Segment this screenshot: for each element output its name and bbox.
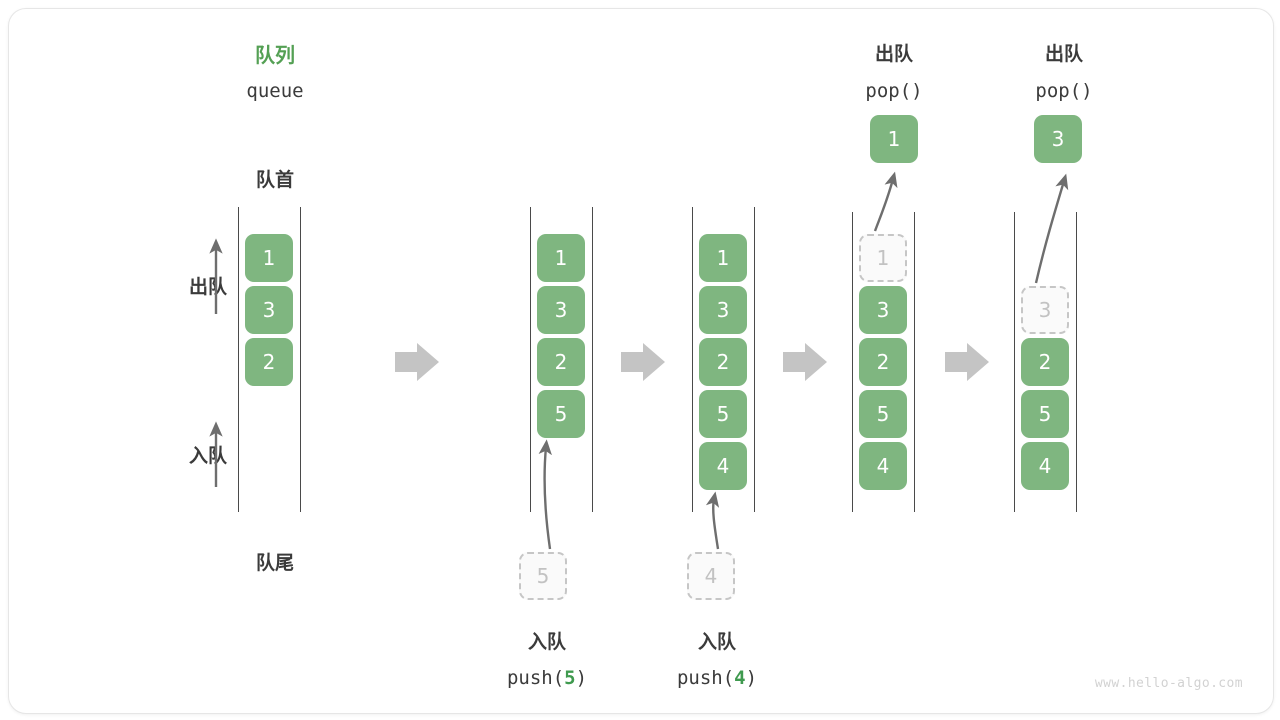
stage-arrow-1 [395, 343, 439, 381]
stage-pop-3-caption-code: pop() [1035, 80, 1093, 102]
dequeue-direction-label: 出队 [188, 276, 227, 298]
stage-pop-3-caption-cn: 出队 [1044, 43, 1083, 65]
queue-cell: 2 [537, 338, 585, 386]
queue-cell: 1 [537, 234, 585, 282]
queue-cell: 3 [699, 286, 747, 334]
enqueue-direction-label: 入队 [188, 445, 227, 467]
pending-push-cell: 4 [687, 552, 735, 600]
queue-cell: 2 [859, 338, 907, 386]
pop-3-arrow [1034, 173, 1069, 284]
rail-right [914, 212, 915, 512]
queue-cell: 5 [537, 390, 585, 438]
queue-cell: 3 [245, 286, 293, 334]
push4-code-pre: push( [676, 667, 735, 689]
queue-title-cn: 队列 [255, 43, 295, 67]
stage-arrow-3 [783, 343, 827, 381]
rail-left [1014, 212, 1015, 512]
push5-code-num: 5 [564, 667, 576, 689]
push5-code-post: ) [575, 667, 588, 689]
stage-pop-1-caption-code: pop() [865, 80, 923, 102]
rail-right [754, 207, 755, 512]
pending-push-cell: 5 [519, 552, 567, 600]
stage-arrow-2 [621, 343, 665, 381]
push5-code-pre: push( [506, 667, 565, 689]
watermark: www.hello-algo.com [1094, 676, 1243, 691]
rail-left [530, 207, 531, 512]
rail-right [1076, 212, 1077, 512]
stage-push-4-caption-cn: 入队 [697, 631, 736, 653]
rail-left [852, 212, 853, 512]
queue-cell: 1 [699, 234, 747, 282]
push-4-arrow [705, 491, 720, 550]
queue-cell: 5 [1021, 390, 1069, 438]
stage-pop-1-caption-cn: 出队 [874, 43, 913, 65]
rail-right [300, 207, 301, 512]
popped-value-cell: 1 [870, 115, 918, 163]
rail-left [238, 207, 239, 512]
queue-cell: 2 [245, 338, 293, 386]
popped-ghost-cell: 1 [859, 234, 907, 282]
queue-cell: 4 [699, 442, 747, 490]
arrow-overlay [209, 171, 1069, 550]
queue-cell: 4 [859, 442, 907, 490]
queue-cell: 5 [859, 390, 907, 438]
diagram-card: 队列 queue 队首 队尾 出队 入队 出队 pop() 出队 pop() 入… [8, 8, 1274, 714]
queue-title-en: queue [246, 80, 304, 102]
rail-right [592, 207, 593, 512]
queue-cell: 5 [699, 390, 747, 438]
push4-code-post: ) [745, 667, 758, 689]
queue-cell: 1 [245, 234, 293, 282]
queue-cell: 4 [1021, 442, 1069, 490]
queue-rear-label: 队尾 [255, 552, 294, 574]
push4-code-num: 4 [734, 667, 746, 689]
rail-left [692, 207, 693, 512]
queue-cell: 2 [699, 338, 747, 386]
queue-cell: 3 [859, 286, 907, 334]
popped-value-cell: 3 [1034, 115, 1082, 163]
stage-push-4-caption-code: push(4) [642, 666, 792, 691]
queue-front-label: 队首 [255, 169, 294, 191]
push-5-arrow [538, 439, 552, 550]
stage-push-5-caption-cn: 入队 [527, 631, 566, 653]
queue-cell: 3 [537, 286, 585, 334]
stage-push-5-caption-code: push(5) [472, 666, 622, 691]
popped-ghost-cell: 3 [1021, 286, 1069, 334]
queue-cell: 2 [1021, 338, 1069, 386]
stage-arrow-4 [945, 343, 989, 381]
pop-1-arrow [873, 171, 898, 232]
